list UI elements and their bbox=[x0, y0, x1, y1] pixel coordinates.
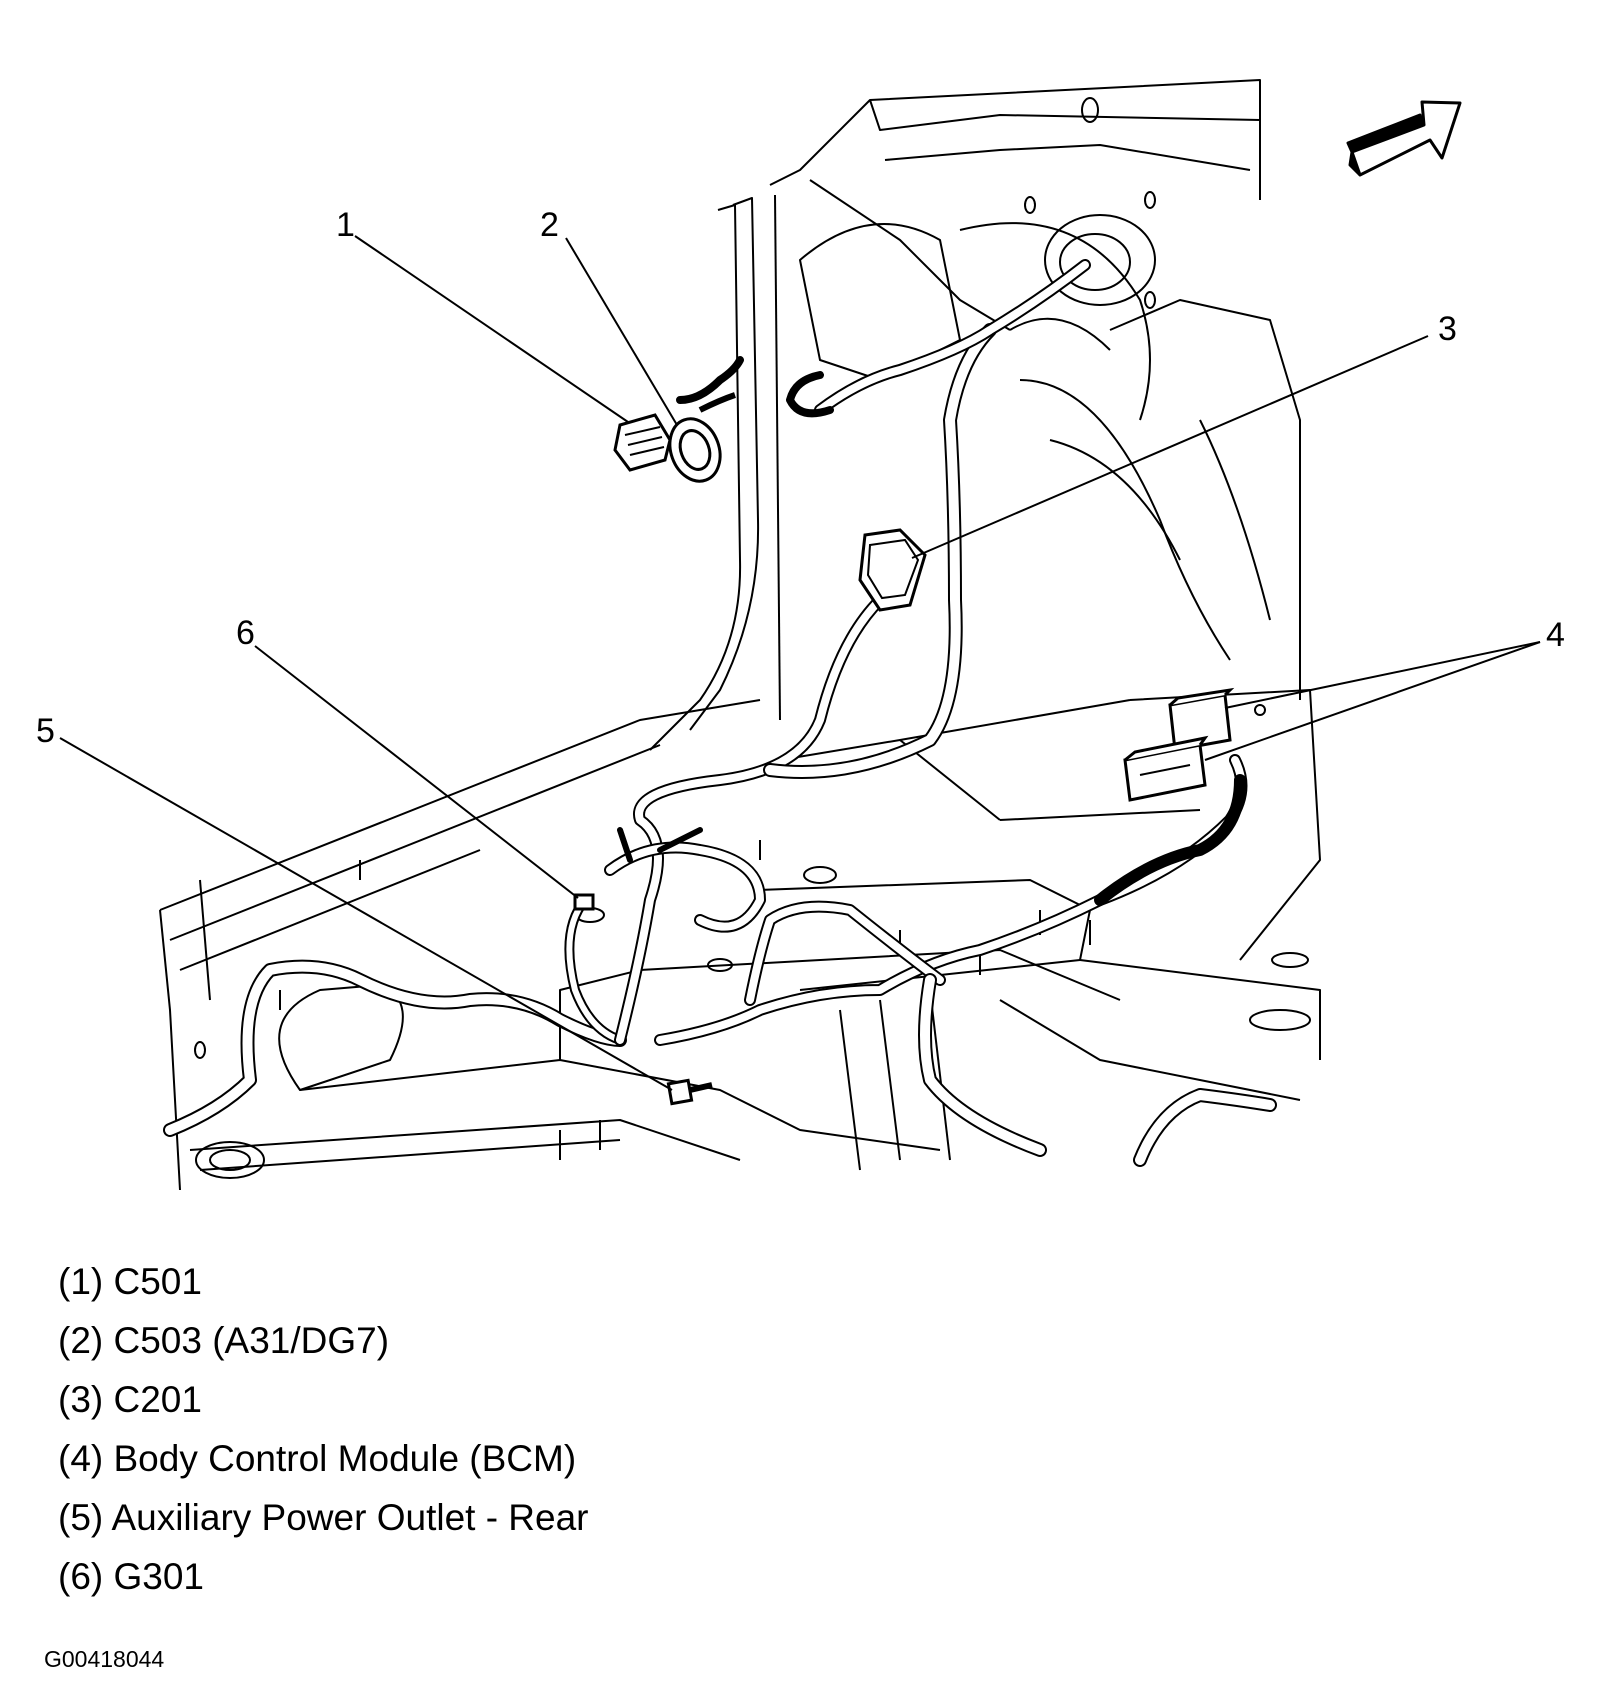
legend-item-bcm: (4) Body Control Module (BCM) bbox=[58, 1438, 577, 1479]
leader-line-1 bbox=[354, 235, 629, 423]
connector-c503 bbox=[668, 392, 736, 483]
callout-2: 2 bbox=[540, 206, 559, 244]
leader-line-3 bbox=[911, 335, 1429, 559]
forward-arrow-icon bbox=[1346, 100, 1462, 177]
connector-c501 bbox=[613, 413, 672, 472]
leader-line-2 bbox=[565, 237, 678, 426]
leader-line-6 bbox=[254, 645, 579, 899]
callout-5: 5 bbox=[36, 712, 55, 750]
leader-lines bbox=[59, 235, 1541, 1091]
wiring-harness-diagram: 1 2 3 4 5 6 bbox=[36, 79, 1565, 1191]
wiring-harness bbox=[163, 259, 1277, 1167]
figure-id: G00418044 bbox=[44, 1646, 165, 1672]
legend-item-c501: (1) C501 bbox=[58, 1261, 202, 1302]
leader-line-4a bbox=[1224, 641, 1541, 709]
callout-1: 1 bbox=[336, 206, 355, 244]
component-legend: (1) C501 (2) C503 (A31/DG7) (3) C201 (4)… bbox=[58, 1252, 589, 1606]
callout-4: 4 bbox=[1546, 616, 1565, 654]
ground-g301 bbox=[573, 893, 595, 911]
legend-item-g301: (6) G301 bbox=[58, 1556, 205, 1597]
connector-c201 bbox=[858, 528, 927, 612]
legend-item-c201: (3) C201 bbox=[58, 1379, 202, 1420]
vehicle-body-structure bbox=[159, 79, 1321, 1191]
leader-line-5 bbox=[59, 737, 673, 1091]
auxiliary-power-outlet-rear bbox=[666, 1078, 713, 1106]
callout-6: 6 bbox=[236, 614, 255, 652]
legend-item-aux-power-outlet: (5) Auxiliary Power Outlet - Rear bbox=[58, 1497, 589, 1538]
callout-3: 3 bbox=[1438, 310, 1457, 348]
body-control-module bbox=[1123, 687, 1235, 802]
legend-item-c503: (2) C503 (A31/DG7) bbox=[58, 1320, 390, 1361]
leader-line-4b bbox=[1204, 641, 1541, 761]
